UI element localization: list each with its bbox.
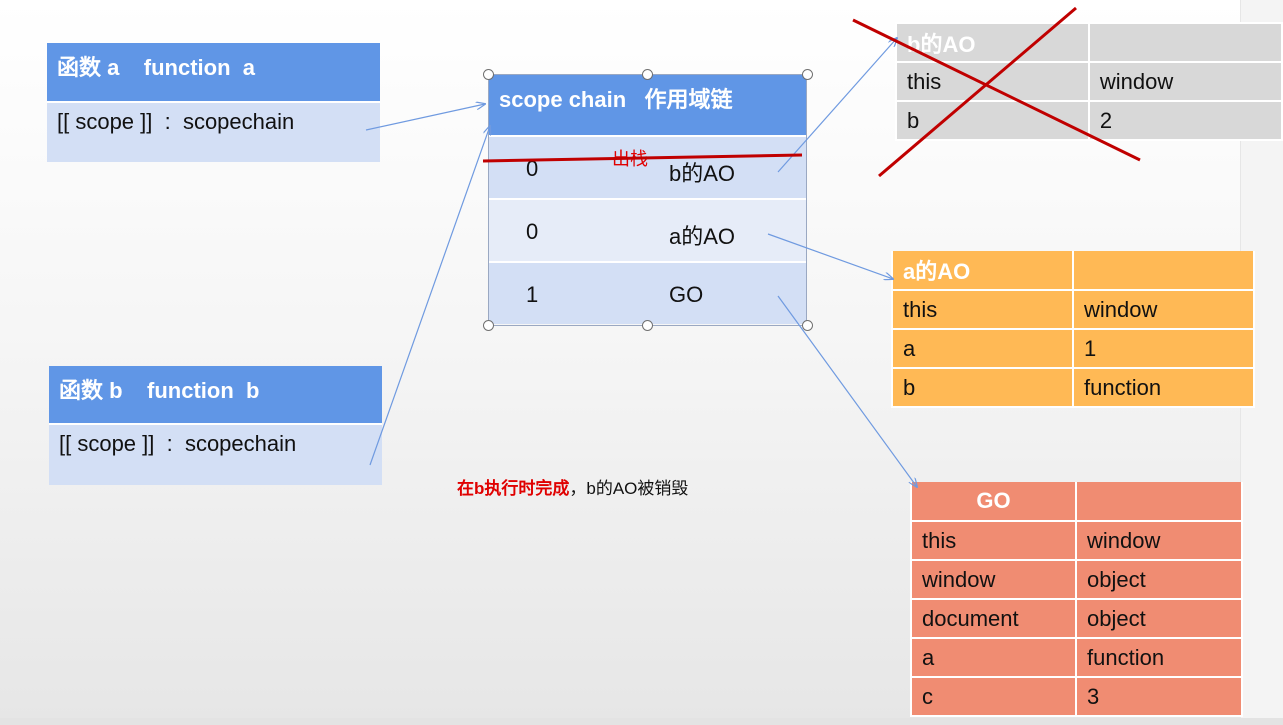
function-b-scope-row: [[ scope ]] : scopechain [49,423,382,485]
scope-index: 0 [526,219,539,244]
scope-chain-row-a-ao: 0 a的AO [489,198,806,261]
go-value: object [1075,559,1243,600]
go-key: this [910,520,1077,561]
resize-handle-top-left[interactable] [483,69,494,80]
a-ao-key: a [891,328,1074,369]
go-key: document [910,598,1077,639]
scope-value: a的AO [669,224,736,249]
scope-chain-header: scope chain 作用域链 [489,75,806,135]
a-ao-value: window [1072,289,1255,330]
go-key: window [910,559,1077,600]
b-ao-value: window [1087,61,1283,102]
resize-handle-top-right[interactable] [802,69,813,80]
scope-chain-box[interactable]: scope chain 作用域链 0 b的AO 0 a的AO 1 GO [488,74,807,326]
go-value: window [1075,520,1243,561]
arrow-scope-to-b-ao [777,38,897,173]
cross-out-line [852,18,1141,162]
resize-handle-bottom-left[interactable] [483,320,494,331]
a-ao-title: a的AO [891,251,1074,291]
scope-chain-row-b-ao: 0 b的AO [489,135,806,198]
destroy-note: 在b执行时完成，b的AO被销毁 [457,474,688,499]
a-ao-key: b [891,367,1074,408]
a-ao-value: function [1072,367,1255,408]
slide-bottom-edge [0,718,1283,725]
arrow-scope-to-go [777,295,917,487]
a-ao-value: 1 [1072,328,1255,369]
go-key: a [910,637,1077,678]
scope-value: b的AO [669,161,736,186]
scope-chain-row-go: 1 GO [489,261,806,324]
cross-out-line [878,6,1077,178]
destroy-note-highlight: 在b执行时完成 [457,479,570,498]
scope-index: 1 [526,282,539,307]
resize-handle-bottom-mid[interactable] [642,320,653,331]
destroy-note-rest: ，b的AO被销毁 [569,479,689,498]
go-title: GO [910,482,1077,522]
function-a-header: 函数 a function a [47,43,380,101]
popped-strike-line [482,153,803,163]
go-value: function [1075,637,1243,678]
b-ao-key: this [895,61,1090,102]
a-ao-title-blank [1072,251,1255,291]
function-a-scope-row: [[ scope ]] : scopechain [47,101,380,162]
go-key: c [910,676,1077,717]
function-b-box[interactable]: 函数 b function b [[ scope ]] : scopechain [49,366,382,485]
go-value: 3 [1075,676,1243,717]
go-title-blank [1075,482,1243,522]
arrow-fn-a-to-scope [365,104,485,131]
scope-value: GO [669,282,704,307]
b-ao-value: 2 [1087,100,1283,141]
resize-handle-bottom-right[interactable] [802,320,813,331]
arrow-scope-to-a-ao [767,233,893,279]
resize-handle-top-mid[interactable] [642,69,653,80]
arrow-fn-b-to-scope [369,126,490,466]
function-a-box[interactable]: 函数 a function a [[ scope ]] : scopechain [47,43,380,162]
go-table: GO this window window object document ob… [910,482,1243,717]
go-value: object [1075,598,1243,639]
a-ao-key: this [891,289,1074,330]
function-b-header: 函数 b function b [49,366,382,423]
b-ao-title-blank [1087,22,1283,63]
scope-index: 0 [526,156,539,181]
a-ao-table: a的AO this window a 1 b function [891,251,1255,408]
